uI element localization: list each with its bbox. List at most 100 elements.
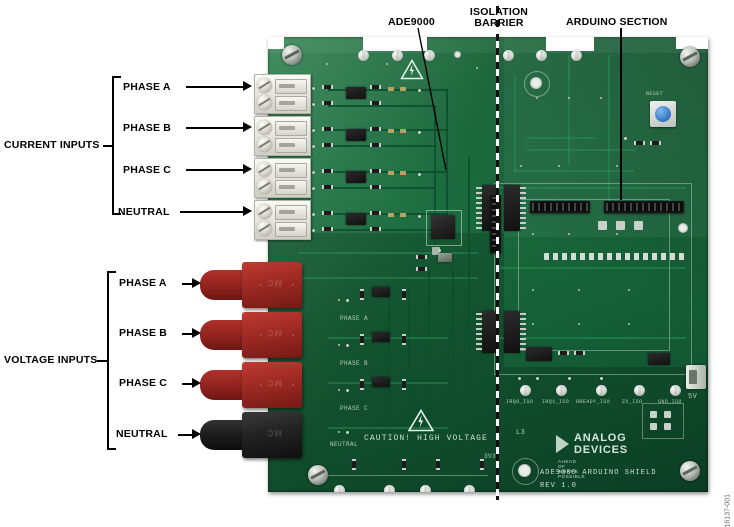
callout-current-phase-b-arrow	[243, 122, 252, 132]
voltage-inputs-bracket-top	[107, 271, 116, 273]
crystal	[438, 253, 452, 262]
isolator-ic-2-left	[482, 311, 498, 353]
arduino-header-digital-a[interactable]	[530, 201, 590, 213]
test-point-irq1-iso[interactable]	[556, 385, 567, 396]
arduino-pin-row[interactable]	[544, 253, 684, 260]
callout-current-phase-a-arrow	[243, 81, 252, 91]
silk-phase-b: PHASE B	[340, 360, 369, 367]
arduino-header-digital-b[interactable]	[604, 201, 684, 213]
ic-va-divider	[372, 287, 390, 297]
board-notch-mid-a	[363, 37, 427, 51]
callout-voltage-neutral-arrow	[192, 429, 201, 439]
arduino-footprint-outline	[494, 183, 692, 375]
group-label-current-inputs: CURRENT INPUTS	[4, 139, 100, 151]
test-point-dready-iso[interactable]	[596, 385, 607, 396]
callout-voltage-phase-c-line	[182, 383, 195, 385]
ade9000-ic	[431, 215, 455, 239]
high-voltage-warning-icon-bottom	[408, 409, 434, 432]
ic-in-filter	[346, 213, 366, 225]
board-notch-mid-b	[546, 37, 594, 51]
test-point-zx-iso[interactable]	[634, 385, 645, 396]
voltage-jack-phase-c[interactable]: MC	[200, 362, 302, 408]
ic-ia-filter	[346, 87, 366, 99]
mounting-screw-bottom-right	[680, 461, 700, 481]
standoff-a	[358, 50, 369, 61]
brand-line-1: ANALOG	[574, 432, 627, 444]
callout-current-phase-c-line	[186, 169, 245, 171]
test-point-irq0[interactable]	[334, 485, 345, 492]
callout-current-phase-c: PHASE C	[123, 164, 172, 176]
mounting-screw-top-left	[282, 45, 302, 65]
isolator-ic-2-right	[504, 311, 520, 353]
callout-voltage-neutral: NEUTRAL	[116, 428, 168, 440]
callout-voltage-phase-b: PHASE B	[119, 327, 168, 339]
ic-regulator	[526, 347, 552, 361]
callout-current-neutral-arrow	[243, 206, 252, 216]
isolator-ic-1-right	[504, 185, 520, 231]
pcb-hv-panel	[268, 233, 504, 492]
figure-id: 16137-001	[724, 494, 731, 527]
ic-vc-divider	[372, 377, 390, 387]
test-point-irq1[interactable]	[384, 485, 395, 492]
voltage-jack-neutral[interactable]: MC	[200, 412, 302, 458]
board-notch-right	[676, 37, 708, 49]
callout-current-neutral-line	[180, 211, 245, 213]
test-point-dready[interactable]	[464, 485, 475, 492]
mounting-screw-bottom-left	[308, 465, 328, 485]
current-terminal-neutral[interactable]	[254, 200, 311, 240]
voltage-inputs-bracket-stub	[97, 360, 108, 362]
callout-current-phase-b-line	[186, 127, 245, 129]
arduino-header-left[interactable]	[490, 195, 501, 253]
current-inputs-bracket-top	[112, 76, 121, 78]
callout-voltage-phase-b-arrow	[192, 328, 201, 338]
voltage-inputs-bracket-bottom	[107, 448, 116, 450]
current-terminal-phase-a[interactable]	[254, 74, 311, 114]
ic-ic-filter	[346, 171, 366, 183]
board-notch-left	[268, 37, 284, 49]
callout-isolation-label-line1: ISOLATION	[469, 6, 529, 18]
current-terminal-phase-c[interactable]	[254, 158, 311, 198]
callout-arduino-leader	[620, 28, 622, 200]
test-point-gnd-iso[interactable]	[670, 385, 681, 396]
callout-voltage-phase-a-line	[182, 283, 195, 285]
silk-phase-c: PHASE C	[340, 405, 369, 412]
micro-usb-connector[interactable]	[686, 365, 706, 389]
callout-current-phase-a: PHASE A	[123, 81, 171, 93]
ic-ib-filter	[346, 129, 366, 141]
standoff-b	[392, 50, 403, 61]
silk-dready-iso: DREADY_ISO	[576, 399, 611, 405]
brand-line-2: DEVICES	[574, 444, 628, 456]
current-inputs-bracket-bottom	[112, 213, 121, 215]
high-voltage-warning-icon-top	[400, 59, 424, 80]
silk-phase-a: PHASE A	[340, 315, 369, 322]
callout-arduino-label: ARDUINO SECTION	[566, 16, 668, 28]
callout-current-phase-a-line	[186, 86, 245, 88]
current-terminal-phase-b[interactable]	[254, 116, 311, 156]
callout-voltage-phase-c-arrow	[192, 378, 201, 388]
voltage-jack-phase-a[interactable]: MC	[200, 262, 302, 308]
reset-button[interactable]	[650, 101, 676, 127]
isolation-barrier-line	[496, 6, 499, 500]
ic-small-right	[648, 353, 670, 365]
callout-voltage-phase-a-arrow	[192, 278, 201, 288]
callout-current-neutral: NEUTRAL	[118, 206, 170, 218]
silk-ref-des: L3	[516, 429, 526, 437]
silk-neutral: NEUTRAL	[330, 441, 359, 448]
test-point-irq0-iso[interactable]	[520, 385, 531, 396]
callout-voltage-phase-a: PHASE A	[119, 277, 167, 289]
silk-revision: REV 1.0	[540, 482, 578, 490]
callout-ade9000-leader	[417, 28, 447, 171]
silk-board-name: ADE9000 ARDUINO SHIELD	[540, 469, 657, 477]
silk-irq1-iso: IRQ1_ISO	[542, 399, 570, 405]
hole-top-mid	[454, 51, 461, 58]
standoff-d	[503, 50, 514, 61]
mounting-screw-top-right	[680, 47, 700, 67]
standoff-f	[571, 50, 582, 61]
current-inputs-bracket-stub	[103, 145, 113, 147]
voltage-jack-phase-b[interactable]: MC	[200, 312, 302, 358]
silk-irq0-iso: IRQ0_ISO	[506, 399, 534, 405]
mounting-hole-right	[678, 223, 688, 233]
standoff-c	[424, 50, 435, 61]
ic-vb-divider	[372, 332, 390, 342]
test-point-zx[interactable]	[420, 485, 431, 492]
